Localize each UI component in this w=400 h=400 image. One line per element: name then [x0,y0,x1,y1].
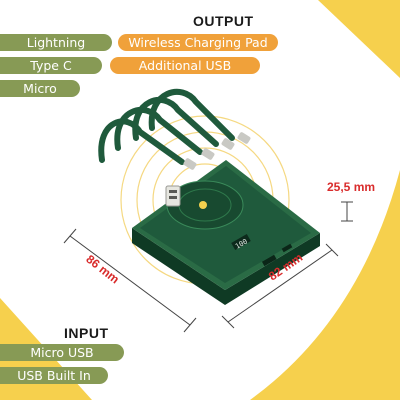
tag-wireless-charging-pad: Wireless Charging Pad [118,34,278,51]
built-in-cables [98,88,235,165]
tag-usb-built-in: USB Built In [0,367,108,384]
tag-micro: Micro [0,80,80,97]
yellow-corner-top-right [318,0,400,78]
dimension-lines [63,201,353,333]
output-heading: OUTPUT [193,13,254,29]
usb-port [261,254,277,267]
tag-micro-usb: Micro USB [0,344,124,361]
usb-c-port [281,243,293,253]
power-bank: 100 [132,160,320,305]
tag-additional-usb: Additional USB [110,57,260,74]
yellow-swoosh-right [250,170,400,400]
tag-lightning: Lightning [0,34,112,51]
input-heading: INPUT [64,325,109,341]
digital-display [231,234,251,250]
tag-type-c: Type C [0,57,102,74]
dimension-thickness-label: 25,5 mm [327,180,376,194]
cable-connectors [183,132,251,170]
charging-logo-icon [199,201,207,209]
